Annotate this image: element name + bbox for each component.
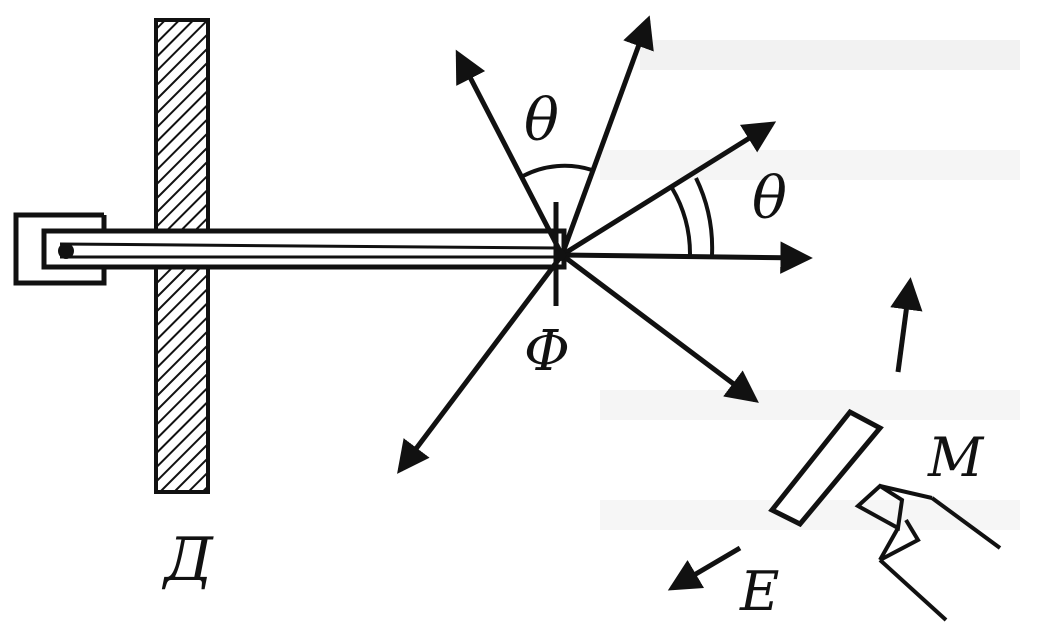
scattering-arrows: [397, 15, 813, 474]
rod-outer: [41, 228, 567, 270]
angle-arc-right-outer: [694, 177, 715, 256]
rod-assembly: [13, 212, 567, 286]
arrow-detector-up: [890, 277, 923, 373]
rod-inner-line-top: [59, 242, 557, 250]
angle-arc-top: [522, 163, 593, 178]
label-wall: Д: [161, 525, 214, 595]
arrow-lower-left: [397, 253, 564, 474]
arrow-upper-right: [560, 121, 777, 258]
mirror-plate: [768, 408, 884, 528]
arrow-up: [559, 15, 654, 256]
label-emitter: Е: [739, 560, 779, 623]
arrow-lower-right: [560, 253, 759, 403]
source-nozzle: [854, 483, 1002, 622]
rod-tip-dot: [58, 243, 74, 259]
rod-end-cap: [13, 212, 107, 286]
scattering-center: [554, 249, 566, 261]
arrow-right: [561, 241, 813, 274]
label-mirror: М: [927, 426, 985, 489]
arrow-emitter: [667, 545, 742, 591]
angle-arc-right: [670, 186, 693, 256]
label-theta-top: θ: [524, 86, 559, 154]
label-theta-right: θ: [752, 164, 787, 232]
label-phi: Φ: [524, 319, 570, 384]
arrow-upper-left: [455, 49, 565, 257]
